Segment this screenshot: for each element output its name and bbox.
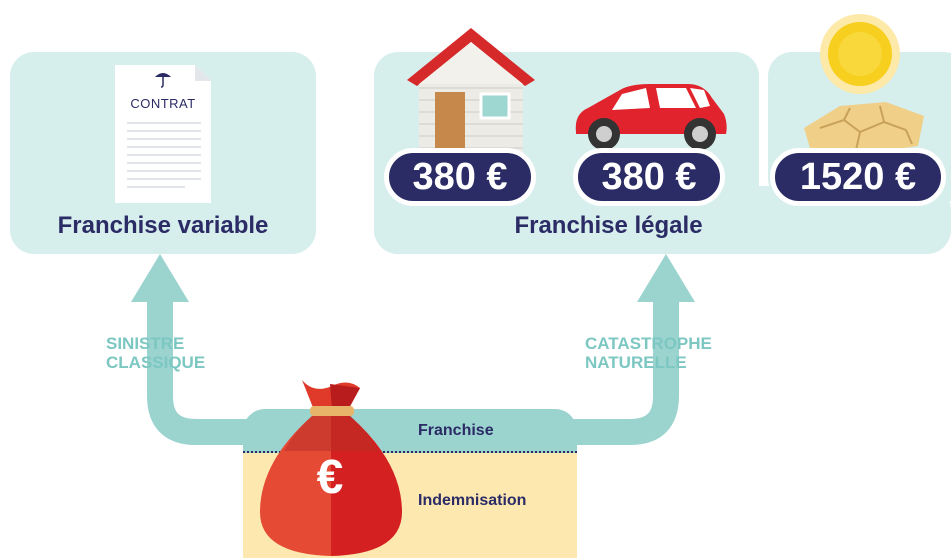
drought-sun-icon bbox=[804, 14, 924, 154]
car-amount-badge: 380 € bbox=[573, 148, 725, 206]
catastrophe-naturelle-label: CATASTROPHE NATURELLE bbox=[585, 334, 712, 372]
right-arrow-head bbox=[637, 254, 695, 302]
euro-symbol: € bbox=[316, 451, 344, 504]
house-amount-badge: 380 € bbox=[384, 148, 536, 206]
contract-document-icon bbox=[115, 65, 211, 203]
left-arrow-shaft bbox=[147, 300, 260, 445]
house-icon bbox=[407, 28, 535, 158]
sinistre-classique-label: SINISTRE CLASSIQUE bbox=[106, 334, 206, 372]
car-icon bbox=[575, 84, 727, 150]
franchise-variable-label: Franchise variable bbox=[57, 212, 269, 239]
money-bag-icon bbox=[260, 380, 402, 556]
franchise-legale-label: Franchise légale bbox=[514, 212, 703, 239]
right-arrow-shaft bbox=[560, 300, 679, 445]
franchise-bar-label: Franchise bbox=[418, 422, 494, 439]
left-arrow-head bbox=[131, 254, 189, 302]
contract-title: CONTRAT bbox=[130, 96, 196, 111]
indemnisation-bar-label: Indemnisation bbox=[418, 492, 527, 509]
drought-amount-badge: 1520 € bbox=[770, 148, 946, 206]
bar-divider bbox=[243, 451, 577, 453]
